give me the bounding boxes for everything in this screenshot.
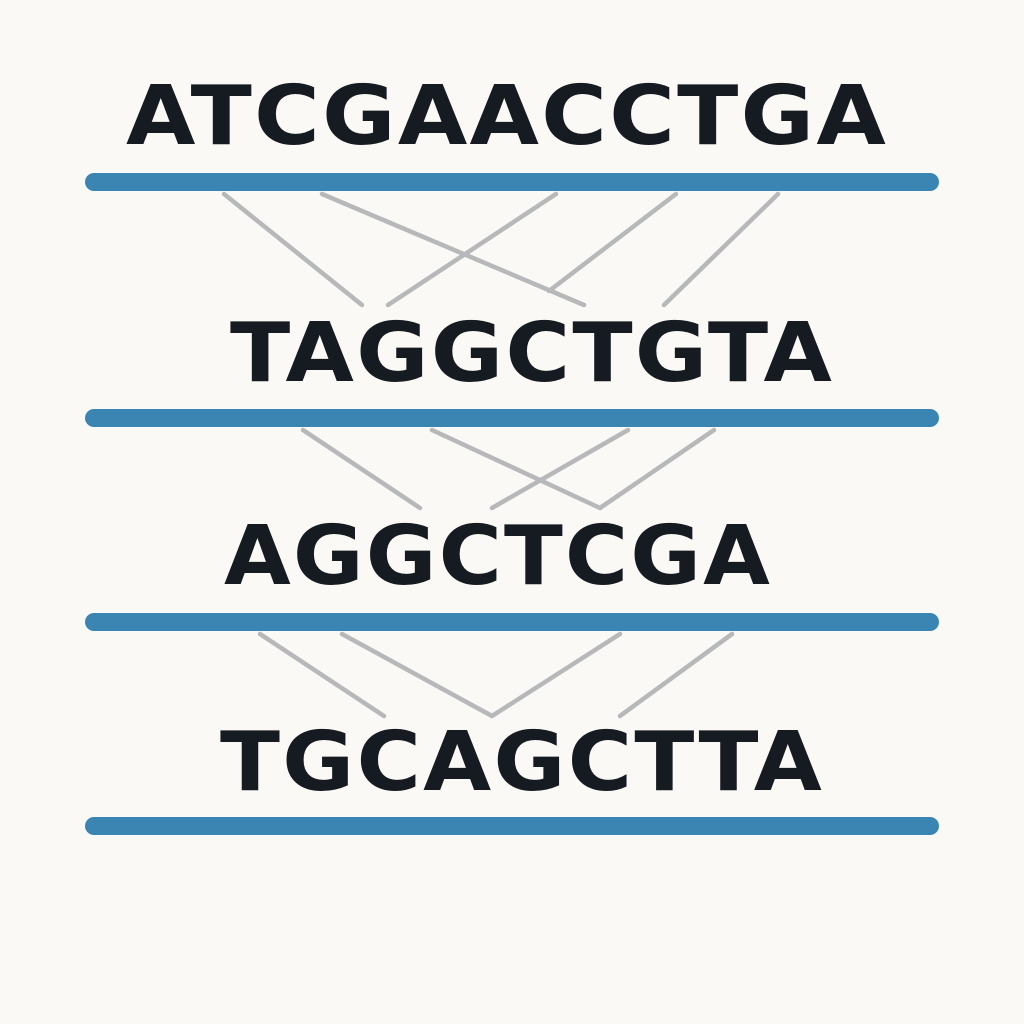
connector-line (339, 631, 495, 719)
connector-line (546, 191, 679, 294)
sequence-label-2: TAGGCTGTA (230, 306, 834, 401)
connector-line (661, 191, 781, 308)
connector-line (319, 191, 587, 308)
connector-line (385, 191, 559, 308)
connector-line (617, 631, 735, 719)
connector-group-1-2 (221, 191, 781, 308)
connector-group-3-4 (257, 631, 735, 719)
connector-group-2-3 (300, 427, 717, 511)
connector-line (597, 427, 717, 511)
connector-line (300, 427, 423, 511)
connector-line (489, 631, 623, 719)
connector-line (257, 631, 387, 719)
sequence-label-1: ATCGAACCTGA (126, 69, 888, 164)
connector-line (221, 191, 365, 308)
sequence-label-3: AGGCTCGA (224, 509, 772, 604)
sequence-label-4: TGCAGCTTA (220, 715, 824, 810)
connector-line (429, 427, 603, 511)
connector-line (489, 427, 631, 511)
